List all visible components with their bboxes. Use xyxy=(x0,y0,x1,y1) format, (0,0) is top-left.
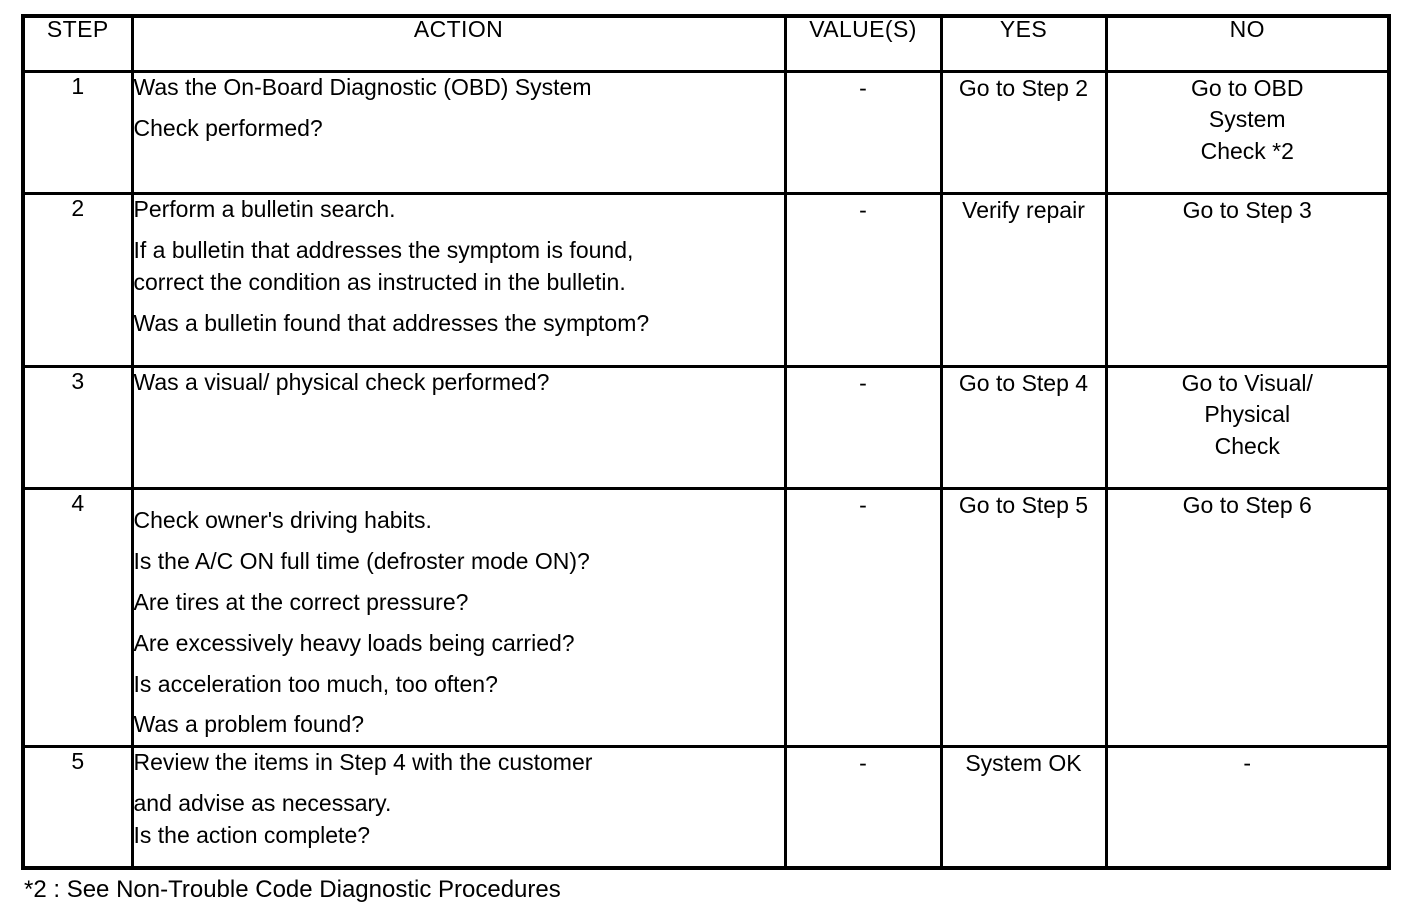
value-line: - xyxy=(859,75,867,101)
value-text: - xyxy=(783,745,943,869)
no-line: Go to Step 6 xyxy=(1182,492,1312,518)
column-header-yes-label: YES xyxy=(999,16,1048,42)
column-header-no: NO xyxy=(1104,14,1391,73)
column-header-step: STEP xyxy=(21,14,134,73)
action-line: If a bulletin that addresses the symptom… xyxy=(133,236,634,263)
no-text: Go to OBD System Check *2 xyxy=(1104,70,1391,195)
action-line: correct the condition as instructed in t… xyxy=(133,268,626,295)
yes-text: System OK xyxy=(939,745,1108,869)
action-line: Was a bulletin found that addresses the … xyxy=(133,309,650,336)
no-text: - xyxy=(1104,745,1391,869)
step-number: 2 xyxy=(21,192,134,368)
action-line: Was the On-Board Diagnostic (OBD) System xyxy=(133,74,592,100)
action-text: Was a visual/ physical check performed? xyxy=(130,365,787,490)
table-body: 1 Was the On-Board Diagnostic (OBD) Syst… xyxy=(21,70,1391,869)
no-text: Go to Step 6 xyxy=(1104,487,1391,748)
yes-text: Verify repair xyxy=(939,192,1108,368)
yes-text: Go to Step 2 xyxy=(939,70,1108,195)
column-header-values-label: VALUE(S) xyxy=(809,16,917,42)
no-line: - xyxy=(1243,750,1252,776)
column-header-yes: YES xyxy=(939,14,1108,73)
step-number: 5 xyxy=(21,745,134,869)
footnote-text: *2 : See Non-Trouble Code Diagnostic Pro… xyxy=(24,876,561,903)
no-line: Go to Visual/ xyxy=(1181,370,1313,396)
table-header-row: STEP ACTION VALUE(S) YES NO xyxy=(21,14,1391,73)
action-line: Check performed? xyxy=(133,114,323,141)
action-text: Perform a bulletin search. If a bulletin… xyxy=(130,192,787,368)
step-number: 1 xyxy=(21,70,134,195)
yes-text: Go to Step 4 xyxy=(939,365,1108,490)
value-text: - xyxy=(783,365,943,490)
action-line: Are tires at the correct pressure? xyxy=(133,588,469,615)
action-line: Perform a bulletin search. xyxy=(133,196,396,222)
yes-line: Go to Step 2 xyxy=(958,75,1089,101)
yes-line: Verify repair xyxy=(962,197,1085,223)
yes-line: Go to Step 4 xyxy=(958,370,1089,396)
column-header-no-label: NO xyxy=(1229,16,1265,42)
diagnostic-table: STEP ACTION VALUE(S) YES NO xyxy=(21,14,1391,870)
action-line: Is the action complete? xyxy=(133,821,371,848)
column-header-values: VALUE(S) xyxy=(783,14,943,73)
no-line: System xyxy=(1208,106,1286,133)
step-number: 4 xyxy=(21,487,134,748)
action-line: Is the A/C ON full time (defroster mode … xyxy=(133,547,590,574)
value-line: - xyxy=(859,197,867,223)
action-line: and advise as necessary. xyxy=(133,789,392,816)
yes-text: Go to Step 5 xyxy=(939,487,1108,748)
no-line: Check xyxy=(1214,432,1280,459)
no-text: Go to Visual/ Physical Check xyxy=(1104,365,1391,490)
yes-line: System OK xyxy=(965,750,1082,776)
no-line: Check *2 xyxy=(1200,137,1294,164)
column-header-action: ACTION xyxy=(130,14,787,73)
value-line: - xyxy=(859,750,867,776)
no-line: Go to Step 3 xyxy=(1182,197,1312,223)
step-number: 3 xyxy=(21,365,134,490)
action-line: Check owner's driving habits. xyxy=(133,507,432,533)
table-row: 4 Check owner's driving habits. Is the A… xyxy=(21,487,1391,748)
action-line: Is acceleration too much, too often? xyxy=(133,670,498,697)
no-line: Go to OBD xyxy=(1191,75,1304,101)
value-line: - xyxy=(859,370,867,396)
table-row: 2 Perform a bulletin search. If a bullet… xyxy=(21,192,1391,368)
action-line: Are excessively heavy loads being carrie… xyxy=(133,629,575,656)
action-text: Review the items in Step 4 with the cust… xyxy=(130,745,787,869)
column-header-step-label: STEP xyxy=(46,16,109,42)
table-row: 5 Review the items in Step 4 with the cu… xyxy=(21,745,1391,869)
table-row: 1 Was the On-Board Diagnostic (OBD) Syst… xyxy=(21,70,1391,195)
table-row: 3 Was a visual/ physical check performed… xyxy=(21,365,1391,490)
value-line: - xyxy=(859,492,867,518)
yes-line: Go to Step 5 xyxy=(958,492,1089,518)
value-text: - xyxy=(783,487,943,748)
no-text: Go to Step 3 xyxy=(1104,192,1391,368)
action-line: Review the items in Step 4 with the cust… xyxy=(133,749,593,775)
diagnostic-table-container: STEP ACTION VALUE(S) YES NO xyxy=(21,14,1391,870)
column-header-action-label: ACTION xyxy=(413,16,504,42)
value-text: - xyxy=(783,70,943,195)
no-line: Physical xyxy=(1204,401,1291,428)
action-text: Check owner's driving habits. Is the A/C… xyxy=(130,487,787,748)
table-header: STEP ACTION VALUE(S) YES NO xyxy=(21,14,1391,73)
action-line: Was a visual/ physical check performed? xyxy=(133,369,550,395)
value-text: - xyxy=(783,192,943,368)
action-text: Was the On-Board Diagnostic (OBD) System… xyxy=(130,70,787,195)
action-line: Was a problem found? xyxy=(133,711,365,738)
